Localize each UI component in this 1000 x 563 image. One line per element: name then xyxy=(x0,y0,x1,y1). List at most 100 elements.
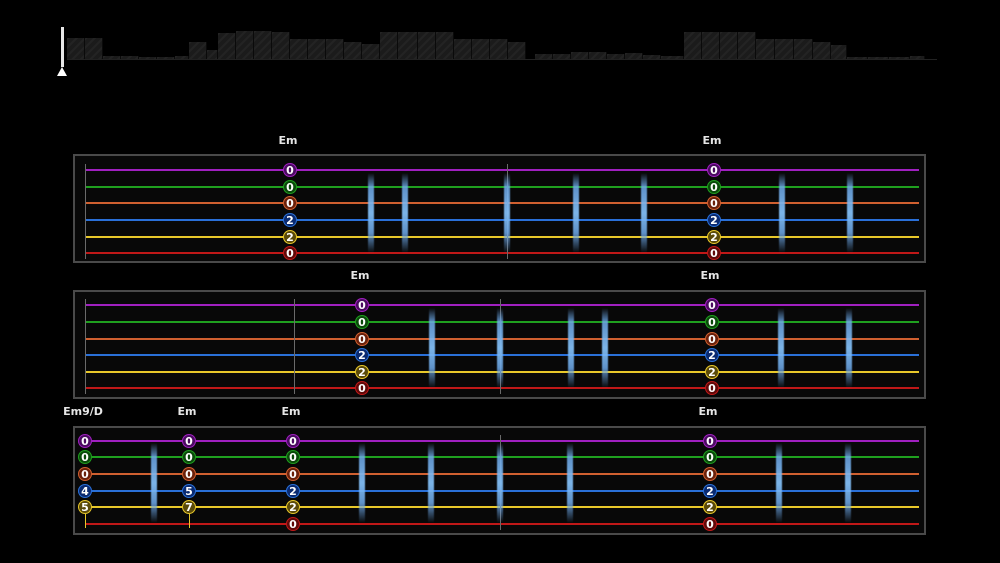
fret-note[interactable]: 0 xyxy=(705,381,719,395)
timeline-section-bar[interactable] xyxy=(794,39,813,59)
timeline-section-bar[interactable] xyxy=(218,33,236,59)
timeline-section-bar[interactable] xyxy=(831,45,847,59)
fret-note[interactable]: 4 xyxy=(78,484,92,498)
fret-note[interactable]: 5 xyxy=(182,484,196,498)
timeline-section-bar[interactable] xyxy=(702,32,720,59)
fret-note[interactable]: 2 xyxy=(705,365,719,379)
timeline-section-bar[interactable] xyxy=(121,56,139,59)
timeline-section-bar[interactable] xyxy=(868,57,889,59)
fret-note[interactable]: 0 xyxy=(705,298,719,312)
timeline-section-bar[interactable] xyxy=(362,44,380,59)
fret-note[interactable]: 2 xyxy=(355,365,369,379)
timeline-section-bar[interactable] xyxy=(254,31,272,59)
timeline-section-bar[interactable] xyxy=(910,56,925,59)
timeline-section-bar[interactable] xyxy=(326,39,344,59)
timeline-section-bar[interactable] xyxy=(139,57,157,59)
fret-note[interactable]: 0 xyxy=(355,315,369,329)
timeline-section-bar[interactable] xyxy=(553,54,571,59)
fret-note[interactable]: 0 xyxy=(182,467,196,481)
fret-note[interactable]: 0 xyxy=(283,196,297,210)
fret-note[interactable]: 0 xyxy=(703,517,717,531)
fret-note[interactable]: 0 xyxy=(705,315,719,329)
timeline-section-bar[interactable] xyxy=(380,32,398,59)
fret-note[interactable]: 2 xyxy=(707,230,721,244)
timeline-section-bar[interactable] xyxy=(308,39,326,59)
tab-staff-row[interactable]: 0 0 0 2 2 0 0 0 0 2 2 0 xyxy=(73,290,926,399)
timeline-section-bar[interactable] xyxy=(418,32,436,59)
fret-note[interactable]: 2 xyxy=(355,348,369,362)
timeline-section-bar[interactable] xyxy=(236,31,254,59)
song-timeline[interactable] xyxy=(0,0,1000,90)
timeline-section-bar[interactable] xyxy=(571,52,589,59)
timeline-section-bar[interactable] xyxy=(847,57,868,59)
fret-note[interactable]: 0 xyxy=(355,298,369,312)
timeline-section-bar[interactable] xyxy=(290,39,308,59)
fret-note[interactable]: 0 xyxy=(283,246,297,260)
fret-note[interactable]: 2 xyxy=(283,213,297,227)
fret-note[interactable]: 0 xyxy=(286,517,300,531)
timeline-section-bar[interactable] xyxy=(189,42,207,59)
timeline-section-bar[interactable] xyxy=(720,32,738,59)
timeline-section-bar[interactable] xyxy=(490,39,508,59)
fret-note[interactable]: 0 xyxy=(78,450,92,464)
fret-note[interactable]: 0 xyxy=(286,450,300,464)
fret-note[interactable]: 0 xyxy=(355,381,369,395)
fret-note[interactable]: 0 xyxy=(78,467,92,481)
timeline-section-bar[interactable] xyxy=(589,52,607,59)
timeline-section-bar[interactable] xyxy=(175,56,189,59)
timeline-section-bar[interactable] xyxy=(436,32,454,59)
fret-note[interactable]: 2 xyxy=(283,230,297,244)
timeline-section-bar[interactable] xyxy=(684,32,702,59)
fret-note[interactable]: 0 xyxy=(286,467,300,481)
timeline-section-bar[interactable] xyxy=(398,32,418,59)
timeline-section-bar[interactable] xyxy=(607,54,625,59)
timeline-section-bar[interactable] xyxy=(508,42,526,59)
fret-note[interactable]: 0 xyxy=(705,332,719,346)
timeline-section-bar[interactable] xyxy=(472,39,490,59)
fret-note[interactable]: 2 xyxy=(286,484,300,498)
timeline-section-bar[interactable] xyxy=(85,38,103,59)
timeline-section-bar[interactable] xyxy=(775,39,794,59)
fret-note[interactable]: 2 xyxy=(703,484,717,498)
fret-note[interactable]: 0 xyxy=(707,163,721,177)
timeline-section-bar[interactable] xyxy=(813,42,831,59)
timeline-section-bar[interactable] xyxy=(67,38,85,59)
timeline-section-bar[interactable] xyxy=(643,55,661,59)
fret-note[interactable]: 0 xyxy=(355,332,369,346)
fret-note[interactable]: 0 xyxy=(182,434,196,448)
fret-note[interactable]: 0 xyxy=(78,434,92,448)
chord-label: Em xyxy=(700,269,720,282)
fret-note[interactable]: 5 xyxy=(78,500,92,514)
fret-note[interactable]: 0 xyxy=(286,434,300,448)
playhead[interactable] xyxy=(61,27,64,67)
fret-note[interactable]: 0 xyxy=(703,450,717,464)
fret-note[interactable]: 0 xyxy=(283,180,297,194)
fret-note[interactable]: 0 xyxy=(703,434,717,448)
fret-note[interactable]: 0 xyxy=(707,246,721,260)
fret-note[interactable]: 0 xyxy=(707,180,721,194)
fret-note[interactable]: 2 xyxy=(707,213,721,227)
fret-note[interactable]: 7 xyxy=(182,500,196,514)
tab-staff-row[interactable]: 0 0 0 4 5 0 0 0 5 7 0 0 0 2 2 0 0 0 0 2 2 0 xyxy=(73,426,926,535)
timeline-section-bar[interactable] xyxy=(454,39,472,59)
fret-note[interactable]: 0 xyxy=(283,163,297,177)
timeline-section-bar[interactable] xyxy=(103,56,121,59)
tab-staff-row[interactable]: 0 0 0 2 2 0 0 0 0 2 2 0 xyxy=(73,154,926,263)
playhead-marker-icon[interactable] xyxy=(57,67,67,76)
fret-note[interactable]: 2 xyxy=(703,500,717,514)
fret-note[interactable]: 2 xyxy=(705,348,719,362)
fret-note[interactable]: 0 xyxy=(707,196,721,210)
timeline-section-bar[interactable] xyxy=(738,32,756,59)
timeline-section-bar[interactable] xyxy=(272,32,290,59)
timeline-section-bar[interactable] xyxy=(625,53,643,59)
fret-note[interactable]: 0 xyxy=(182,450,196,464)
fret-note[interactable]: 0 xyxy=(703,467,717,481)
timeline-section-bar[interactable] xyxy=(535,54,553,59)
timeline-section-bar[interactable] xyxy=(344,42,362,59)
timeline-section-bar[interactable] xyxy=(157,57,175,59)
fret-note[interactable]: 2 xyxy=(286,500,300,514)
timeline-section-bar[interactable] xyxy=(756,39,775,59)
timeline-section-bar[interactable] xyxy=(207,50,218,59)
timeline-section-bar[interactable] xyxy=(661,56,684,59)
timeline-section-bar[interactable] xyxy=(889,57,910,59)
